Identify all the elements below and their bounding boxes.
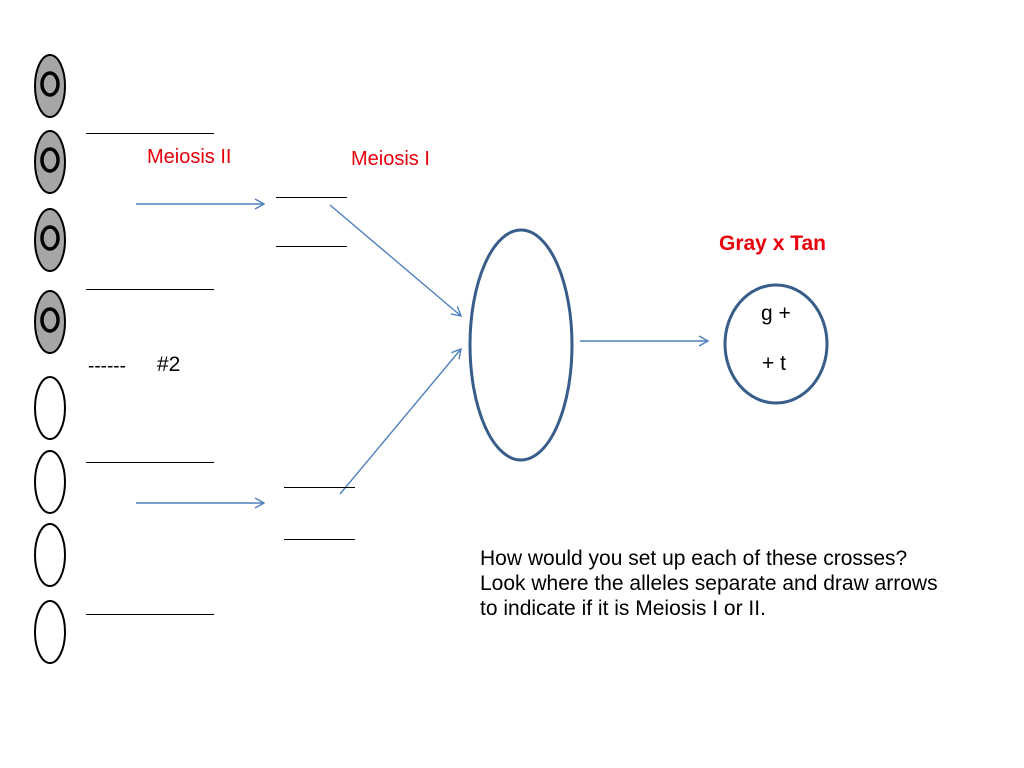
spore-column (34, 54, 66, 664)
spore-gray-4 (34, 290, 66, 354)
spore-white-2 (34, 450, 66, 514)
spore-gray-3 (34, 208, 66, 272)
blank-line-2 (86, 289, 214, 290)
arrow-bottom-diagonal (339, 347, 462, 495)
spore-white-3 (34, 523, 66, 587)
question-line-1: How would you set up each of these cross… (480, 547, 908, 570)
cross-title: Gray x Tan (719, 232, 826, 255)
cell-genotype-bottom: + t (762, 352, 786, 375)
blank-line-4 (86, 614, 214, 615)
question-line-2: Look where the alleles separate and draw… (480, 572, 938, 620)
blank-line-3 (86, 462, 214, 463)
blank-line-7 (284, 487, 355, 488)
arrow-top-diagonal (329, 204, 463, 317)
meiosis-ii-label: Meiosis II (147, 146, 232, 168)
diploid-cell-circle (723, 283, 829, 405)
meiosis-i-label: Meiosis I (351, 148, 430, 170)
spore-white-4 (34, 600, 66, 664)
cross-number: #2 (157, 353, 181, 376)
blank-line-5 (276, 197, 347, 198)
spore-gray-2 (34, 130, 66, 194)
spore-white-1 (34, 376, 66, 440)
blank-line-1 (86, 133, 214, 134)
cell-genotype-top: g + (761, 302, 791, 325)
spore-gray-1 (34, 54, 66, 118)
dashes-marker: ------ (88, 356, 126, 377)
blank-line-8 (284, 539, 355, 540)
question-text: How would you set up each of these cross… (480, 546, 940, 621)
blank-line-6 (276, 246, 347, 247)
zygote-ellipse (468, 228, 574, 462)
